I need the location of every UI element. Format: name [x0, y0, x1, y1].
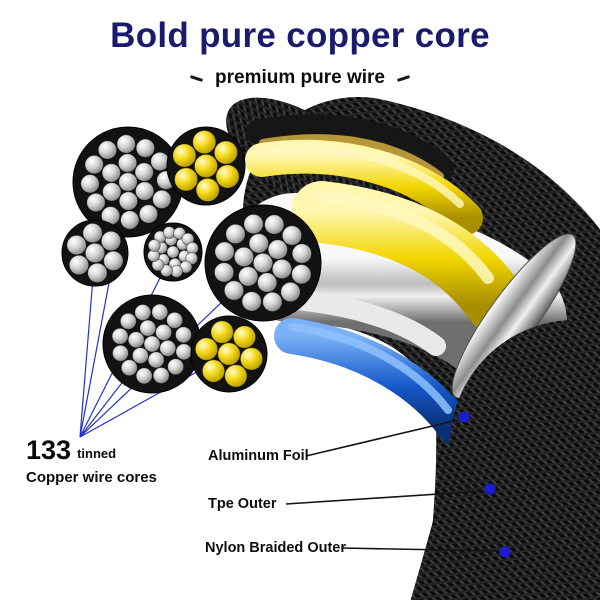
wire-bundle: [143, 222, 203, 282]
cores-count: 133: [26, 435, 72, 465]
yellow-wire-small: [245, 139, 483, 235]
yellow-wire-large-highlight: [314, 190, 494, 284]
blue-wire: [274, 318, 474, 446]
cable: [226, 97, 600, 600]
callout-dot-tpe-outer: [484, 483, 496, 495]
callout-dot-nylon-braided-outer: [499, 546, 511, 558]
white-wire: [288, 290, 446, 356]
blue-wire-highlight: [288, 323, 452, 414]
label-nylon-braided-outer: Nylon Braided Outer: [205, 540, 346, 556]
wire-bundle: [72, 126, 184, 238]
dark-wire: [246, 114, 454, 180]
gold-wire: [259, 134, 444, 180]
yellow-wire-large: [291, 181, 528, 335]
cores-label: Copper wire cores: [26, 469, 157, 486]
cores-count-row: 133 tinned: [26, 437, 157, 464]
wire-bundle: [204, 204, 322, 322]
wire-bundle: [61, 219, 129, 287]
yellow-wire-small-highlight: [258, 145, 464, 208]
callout-dot-aluminum-foil: [458, 411, 470, 423]
cores-annotation: 133 tinned Copper wire cores: [26, 437, 157, 487]
cores-unit: tinned: [77, 446, 117, 461]
label-aluminum-foil: Aluminum Foil: [208, 448, 309, 464]
label-tpe-outer: Tpe Outer: [208, 496, 277, 512]
wire-bundle: [102, 294, 202, 394]
wire-bundle: [166, 126, 246, 206]
wire-bundles: [61, 126, 322, 394]
callout-lines: [285, 419, 499, 552]
wire-bundle: [190, 315, 268, 393]
nylon-braid-outer-front: [410, 320, 600, 600]
callout-dots: [458, 411, 511, 558]
